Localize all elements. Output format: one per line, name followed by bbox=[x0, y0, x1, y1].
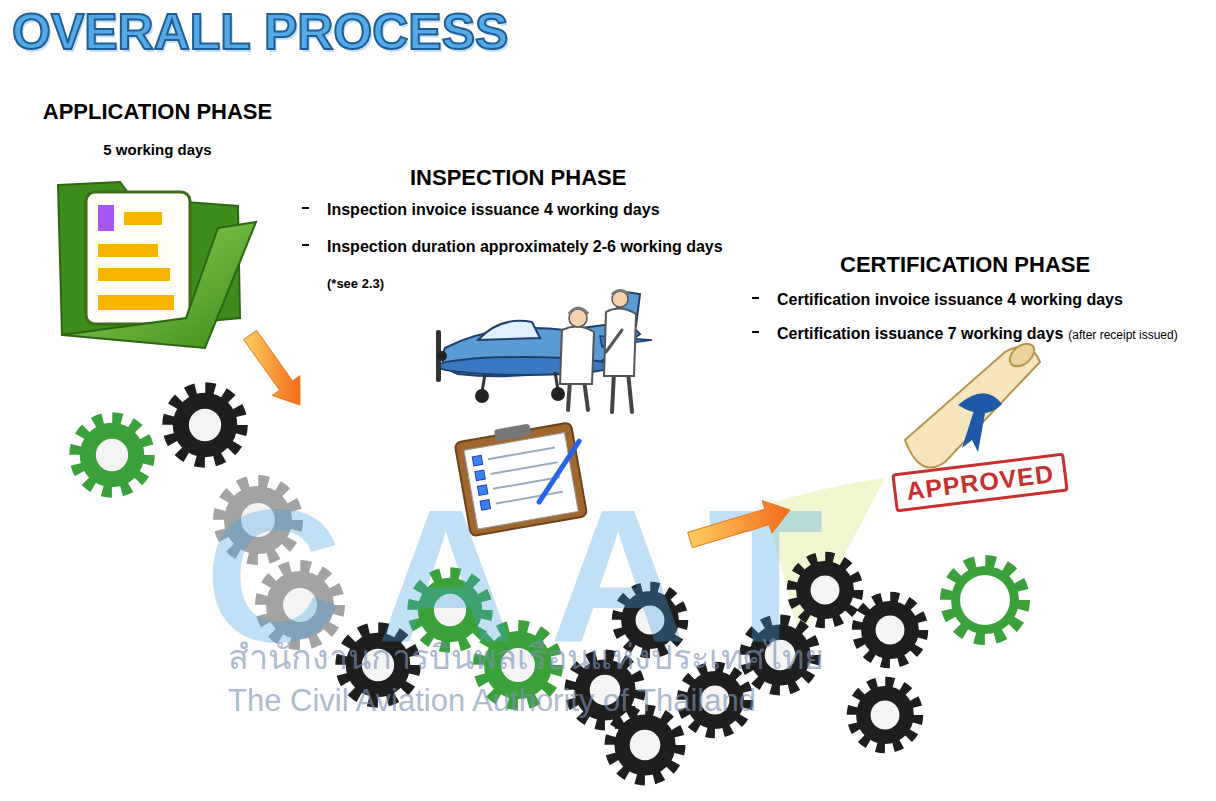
phase-heading: CERTIFICATION PHASE bbox=[840, 252, 1090, 278]
bullet-dash bbox=[752, 297, 759, 299]
gear bbox=[169, 389, 241, 461]
phase-group: APPLICATION PHASE 5 working days bbox=[35, 95, 280, 335]
gear bbox=[76, 419, 148, 491]
bullet-dash bbox=[752, 331, 759, 333]
phase-duration: 5 working days bbox=[35, 141, 280, 159]
bullet-text: Certification invoice issuance 4 working… bbox=[777, 290, 1123, 309]
bullet-dash bbox=[302, 207, 309, 209]
gear bbox=[858, 598, 923, 663]
note-text: (*see 2.3) bbox=[327, 276, 384, 292]
note-text: (after receipt issued) bbox=[1068, 328, 1177, 342]
aircraft-illustration bbox=[436, 291, 652, 413]
watermark-text: The Civil Aviation Authority of Thailand bbox=[228, 685, 756, 716]
bullet-row: Inspection invoice issuance 4 working da… bbox=[302, 200, 660, 219]
gear bbox=[947, 562, 1023, 638]
bullet-dash bbox=[302, 244, 309, 246]
watermark-text: สำนักงานการบินพลเรือนแห่งประเทศไทย bbox=[228, 640, 824, 674]
flow-arrow bbox=[244, 330, 300, 405]
folder-icon bbox=[58, 182, 256, 348]
gear bbox=[853, 683, 918, 748]
diagram-title: OVERALL PROCESS bbox=[12, 2, 508, 62]
bullet-row: Certification issuance 7 working days (af… bbox=[752, 324, 1178, 343]
phase-group: INSPECTION PHASE Inspection invoice issua… bbox=[300, 160, 730, 540]
gear bbox=[611, 711, 679, 779]
certificate-scroll bbox=[905, 339, 1040, 467]
bullet-row: Certification invoice issuance 4 working… bbox=[752, 290, 1123, 309]
bullet-row: Inspection duration approximately 2-6 wo… bbox=[302, 237, 723, 256]
bullet-text: Inspection invoice issuance 4 working da… bbox=[327, 200, 660, 219]
phase-heading: APPLICATION PHASE bbox=[35, 99, 280, 125]
bullet-text: Certification issuance 7 working days bbox=[777, 324, 1063, 343]
gear-chain bbox=[76, 389, 1023, 779]
phase-heading: INSPECTION PHASE bbox=[410, 165, 626, 191]
bullet-text: Inspection duration approximately 2-6 wo… bbox=[327, 237, 723, 256]
